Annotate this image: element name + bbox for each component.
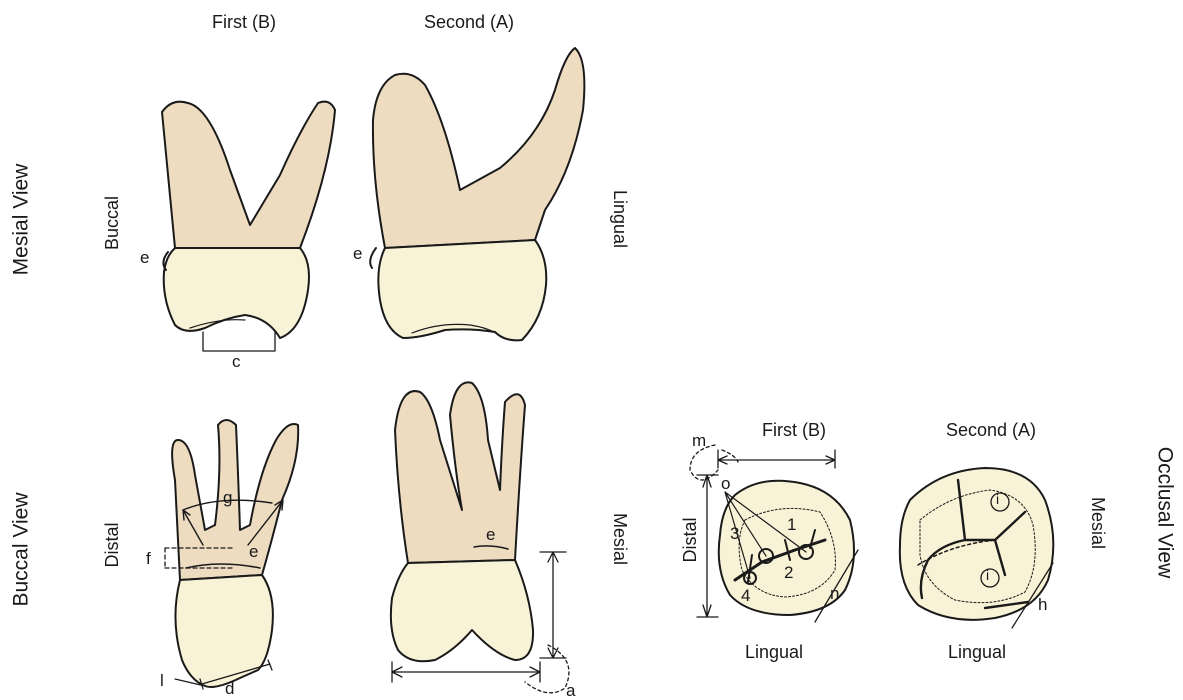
label-buccal: Buccal bbox=[103, 193, 121, 253]
header-occlusal-first-b: First (B) bbox=[762, 421, 826, 439]
mesial-second-cej-curve bbox=[370, 248, 376, 268]
view-title-occlusal: Occlusal View bbox=[1155, 438, 1176, 588]
buccal-second-root bbox=[395, 382, 525, 563]
mesial-second-crown bbox=[378, 240, 546, 340]
marker-i-bottom: i bbox=[986, 568, 989, 582]
mesial-second-tooth bbox=[370, 48, 584, 340]
marker-e-buccal-first: e bbox=[249, 543, 258, 560]
buccal-second-vertical-dim bbox=[540, 552, 566, 658]
marker-h: h bbox=[1038, 596, 1047, 613]
view-title-buccal: Buccal View bbox=[11, 485, 32, 615]
buccal-first-tooth bbox=[165, 420, 298, 689]
label-mesial: Mesial bbox=[611, 504, 629, 574]
marker-d: d bbox=[225, 680, 234, 697]
buccal-second-a-dashed bbox=[525, 645, 569, 693]
occlusal-first-horizontal-bracket bbox=[718, 450, 835, 468]
label-distal: Distal bbox=[103, 515, 121, 575]
marker-num-1: 1 bbox=[787, 516, 796, 533]
header-first-b: First (B) bbox=[212, 13, 276, 31]
occlusal-second-tooth bbox=[900, 468, 1054, 628]
label-distal-occlusal: Distal bbox=[681, 510, 699, 570]
occlusal-first-vertical-bracket bbox=[697, 475, 718, 617]
label-lingual-occlusal-first: Lingual bbox=[745, 643, 803, 661]
marker-e-mesial-second: e bbox=[353, 245, 362, 262]
marker-o: o bbox=[721, 475, 730, 492]
marker-num-4: 4 bbox=[741, 587, 750, 604]
buccal-first-crown bbox=[175, 575, 272, 687]
marker-a: a bbox=[566, 682, 575, 699]
mesial-first-crown bbox=[164, 248, 309, 338]
marker-n: n bbox=[830, 585, 839, 602]
header-second-a: Second (A) bbox=[424, 13, 514, 31]
view-title-mesial: Mesial View bbox=[11, 155, 32, 285]
buccal-second-tooth bbox=[391, 382, 569, 692]
marker-c: c bbox=[232, 353, 241, 370]
buccal-second-horizontal-dim bbox=[392, 662, 540, 682]
buccal-second-crown bbox=[391, 560, 533, 661]
mesial-second-root bbox=[373, 48, 584, 248]
header-occlusal-second-a: Second (A) bbox=[946, 421, 1036, 439]
marker-l: l bbox=[160, 672, 164, 689]
marker-e-buccal-second: e bbox=[486, 526, 495, 543]
marker-num-3: 3 bbox=[730, 525, 739, 542]
marker-m: m bbox=[692, 432, 706, 449]
marker-num-2: 2 bbox=[784, 564, 793, 581]
label-mesial-occlusal: Mesial bbox=[1089, 488, 1107, 558]
label-lingual-occlusal-second: Lingual bbox=[948, 643, 1006, 661]
marker-f: f bbox=[146, 550, 151, 567]
mesial-first-root bbox=[162, 102, 335, 248]
marker-g: g bbox=[223, 489, 232, 506]
marker-i-top: i bbox=[996, 492, 999, 506]
marker-e-mesial-first: e bbox=[140, 249, 149, 266]
label-lingual: Lingual bbox=[611, 184, 629, 254]
mesial-first-tooth bbox=[162, 102, 335, 351]
mesial-first-c-bracket bbox=[203, 332, 275, 351]
